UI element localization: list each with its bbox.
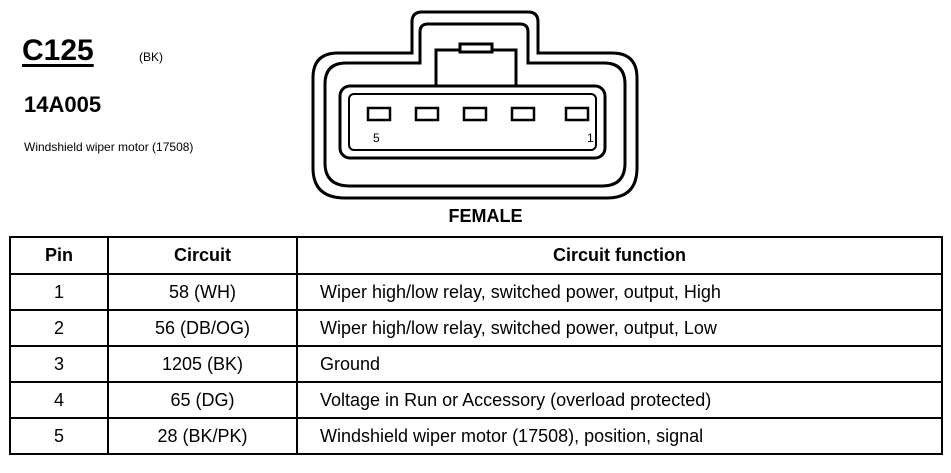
pin-label-left: 5 [373,131,380,145]
pin-5-terminal [366,106,392,122]
connector-face-diagram: 5 1 [311,10,639,200]
pin-number: 5 [9,417,109,455]
circuit-function: Voltage in Run or Accessory (overload pr… [296,381,943,419]
locking-tab-top [458,42,494,54]
circuit-function: Windshield wiper motor (17508), position… [296,417,943,455]
locking-tab [434,48,518,90]
pin-label-right: 1 [587,131,594,145]
table-row: 2 56 (DB/OG) Wiper high/low relay, switc… [9,309,943,347]
pin-2-terminal [510,106,536,122]
pin-number: 2 [9,309,109,347]
pin-3-terminal [462,106,488,122]
header-circuit: Circuit [107,236,298,275]
connector-housing-outline [311,10,639,200]
pin-number: 3 [9,345,109,383]
circuit-function: Ground [296,345,943,383]
table-row: 5 28 (BK/PK) Windshield wiper motor (175… [9,417,943,455]
circuit-code: 65 (DG) [107,381,298,419]
connector-inner-outline [323,22,627,188]
table-row: 1 58 (WH) Wiper high/low relay, switched… [9,273,943,311]
circuit-code: 56 (DB/OG) [107,309,298,347]
circuit-code: 28 (BK/PK) [107,417,298,455]
pin-cavity-inner [348,93,597,151]
pin-number: 4 [9,381,109,419]
pin-table: Pin Circuit Circuit function 1 58 (WH) W… [9,236,943,455]
part-number: 14A005 [24,92,102,117]
connector-id: C125 [22,34,94,67]
connector-description: Windshield wiper motor (17508) [24,140,194,154]
table-header-row: Pin Circuit Circuit function [9,236,943,275]
circuit-function: Wiper high/low relay, switched power, ou… [296,273,943,311]
circuit-function: Wiper high/low relay, switched power, ou… [296,309,943,347]
pin-cavity-area [338,84,607,160]
connector-gender-label: FEMALE [448,206,523,226]
circuit-code: 58 (WH) [107,273,298,311]
pin-1-terminal [564,106,590,122]
header-circuit-function: Circuit function [296,236,943,275]
table-row: 4 65 (DG) Voltage in Run or Accessory (o… [9,381,943,419]
circuit-code: 1205 (BK) [107,345,298,383]
pin-4-terminal [414,106,440,122]
table-row: 3 1205 (BK) Ground [9,345,943,383]
color-code: (BK) [139,50,163,64]
header-pin: Pin [9,236,109,275]
pin-number: 1 [9,273,109,311]
